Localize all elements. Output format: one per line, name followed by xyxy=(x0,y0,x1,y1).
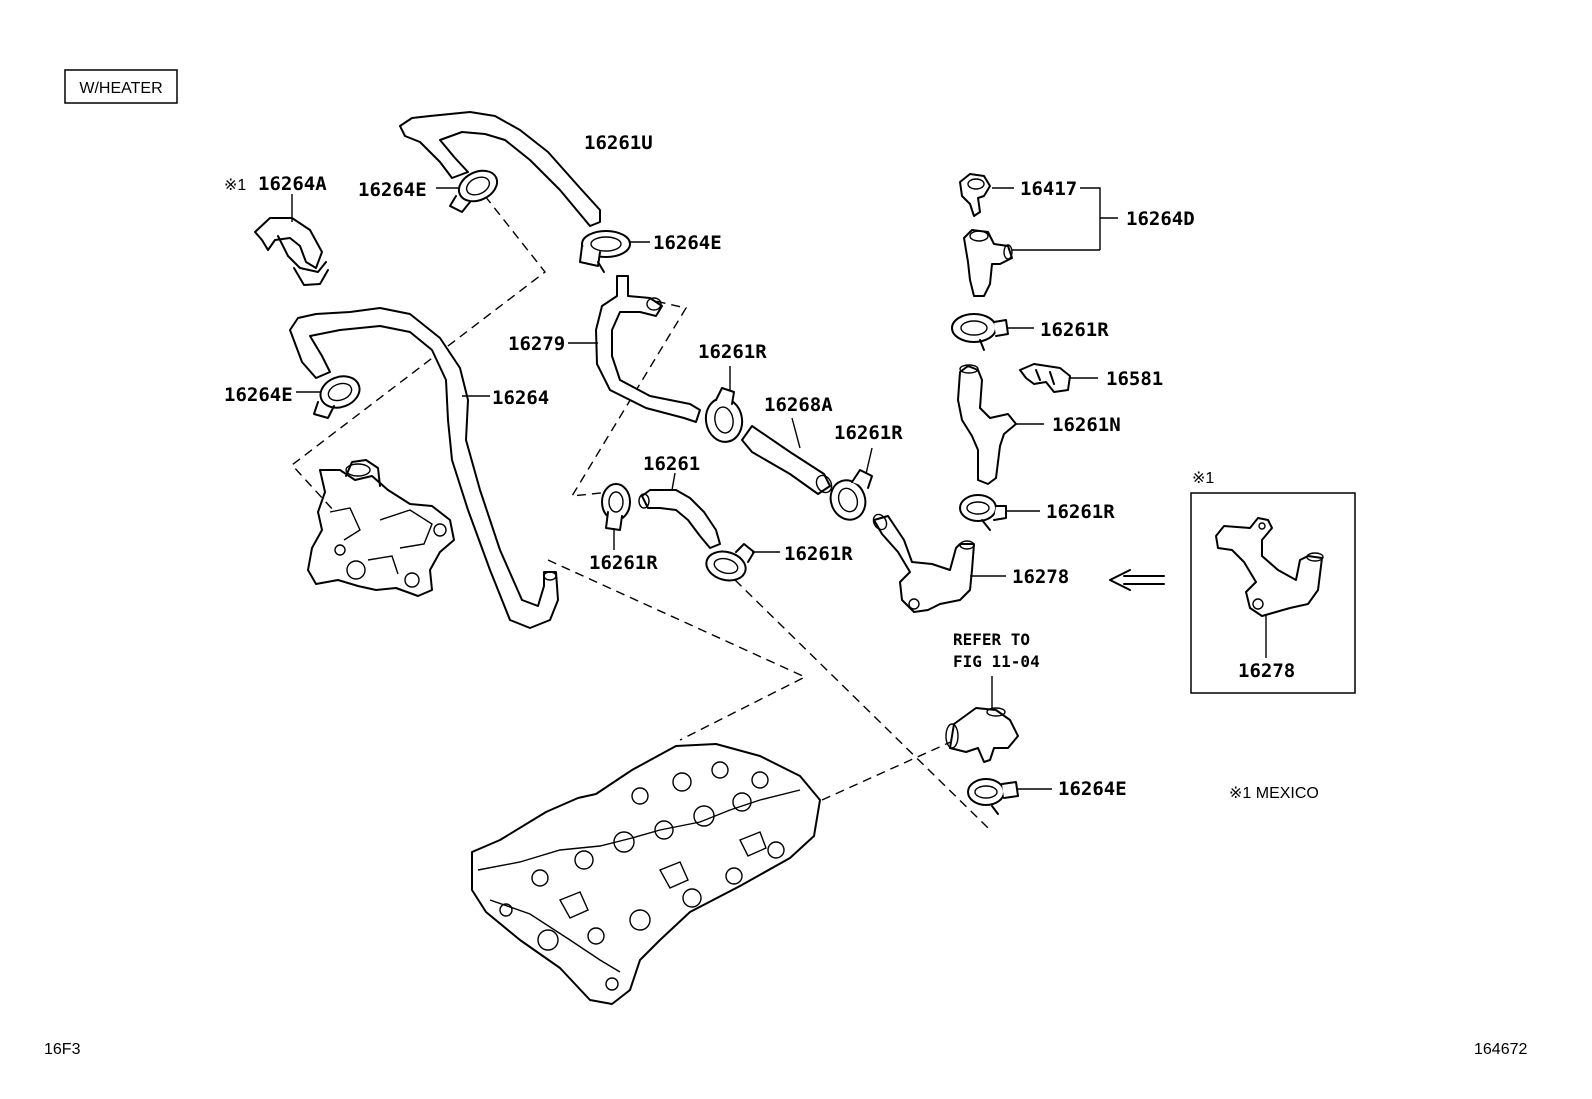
label-16417[interactable]: 16417 xyxy=(1020,178,1077,200)
pipe-16278[interactable] xyxy=(871,512,1006,613)
hose-16261[interactable] xyxy=(638,472,721,549)
clamp-16261r-d[interactable] xyxy=(703,543,780,585)
label-16581[interactable]: 16581 xyxy=(1106,368,1163,390)
label-16264e-top[interactable]: 16264E xyxy=(358,179,427,201)
label-16261r-b[interactable]: 16261R xyxy=(834,422,903,444)
figure-number: 164672 xyxy=(1474,1041,1527,1058)
label-16264a[interactable]: 16264A xyxy=(258,173,327,195)
pipe-16278-inset[interactable] xyxy=(1215,517,1324,658)
arrow-to-16278 xyxy=(1109,569,1165,591)
clamp-16261r-f[interactable] xyxy=(959,494,1040,531)
label-16268a[interactable]: 16268A xyxy=(764,394,833,416)
refer-to-line2[interactable]: FIG 11-04 xyxy=(953,652,1040,671)
label-16264a-mark: ※1 xyxy=(224,177,246,194)
hose-16261u[interactable] xyxy=(399,111,601,227)
label-16264[interactable]: 16264 xyxy=(492,387,549,409)
legend-mexico: ※1 MEXICO xyxy=(1229,785,1319,802)
label-16264e-bottom[interactable]: 16264E xyxy=(1058,778,1127,800)
water-outlet-fitting[interactable] xyxy=(945,676,1019,763)
hose-16264[interactable] xyxy=(289,307,559,629)
label-16261r-a[interactable]: 16261R xyxy=(698,341,767,363)
label-16261n[interactable]: 16261N xyxy=(1052,414,1121,436)
hose-16261n[interactable] xyxy=(957,364,1044,485)
clamp-16264e-mid[interactable] xyxy=(579,230,650,273)
variant-label-box: W/HEATER xyxy=(64,69,178,104)
clip-16581[interactable] xyxy=(1019,363,1098,393)
label-16261u[interactable]: 16261U xyxy=(584,132,653,154)
water-outlet-housing[interactable] xyxy=(307,459,455,597)
hose-16279[interactable] xyxy=(568,275,701,423)
bleeder-16417[interactable] xyxy=(959,173,1014,217)
part-labels: 16261U ※1 16264A 16264E 16264E 16279 162… xyxy=(44,132,1527,1058)
label-16264e-mid[interactable]: 16264E xyxy=(653,232,722,254)
label-16261r-c[interactable]: 16261R xyxy=(589,552,658,574)
label-16261[interactable]: 16261 xyxy=(643,453,700,475)
label-16261r-d[interactable]: 16261R xyxy=(784,543,853,565)
label-16261r-f[interactable]: 16261R xyxy=(1046,501,1115,523)
clamp-16261r-a[interactable] xyxy=(702,366,745,445)
clip-16264a[interactable] xyxy=(254,194,329,286)
clamp-16261r-b[interactable] xyxy=(825,447,873,525)
inset-marker: ※1 xyxy=(1192,470,1214,487)
label-16278-inset[interactable]: 16278 xyxy=(1238,660,1295,682)
hose-16268a[interactable] xyxy=(741,417,835,495)
assembly-dashed-lines xyxy=(290,195,989,829)
joint-16264d[interactable] xyxy=(963,229,1100,297)
label-16261r-e[interactable]: 16261R xyxy=(1040,319,1109,341)
inset-box: ※1 xyxy=(1190,470,1356,694)
clamp-16264e-bottom[interactable] xyxy=(967,778,1052,815)
label-16264d[interactable]: 16264D xyxy=(1126,208,1195,230)
clamp-16264e-top[interactable] xyxy=(436,165,502,213)
cylinder-head xyxy=(471,743,821,1005)
clamp-16261r-c[interactable] xyxy=(601,483,631,550)
label-16279[interactable]: 16279 xyxy=(508,333,565,355)
label-16264e-left[interactable]: 16264E xyxy=(224,384,293,406)
bracket-16264d xyxy=(1080,187,1118,250)
page-code: 16F3 xyxy=(44,1041,81,1058)
clamp-16261r-e[interactable] xyxy=(951,313,1034,351)
refer-to-line1: REFER TO xyxy=(953,630,1030,649)
variant-label: W/HEATER xyxy=(79,80,162,97)
clamp-16264e-left[interactable] xyxy=(296,371,364,419)
label-16278[interactable]: 16278 xyxy=(1012,566,1069,588)
